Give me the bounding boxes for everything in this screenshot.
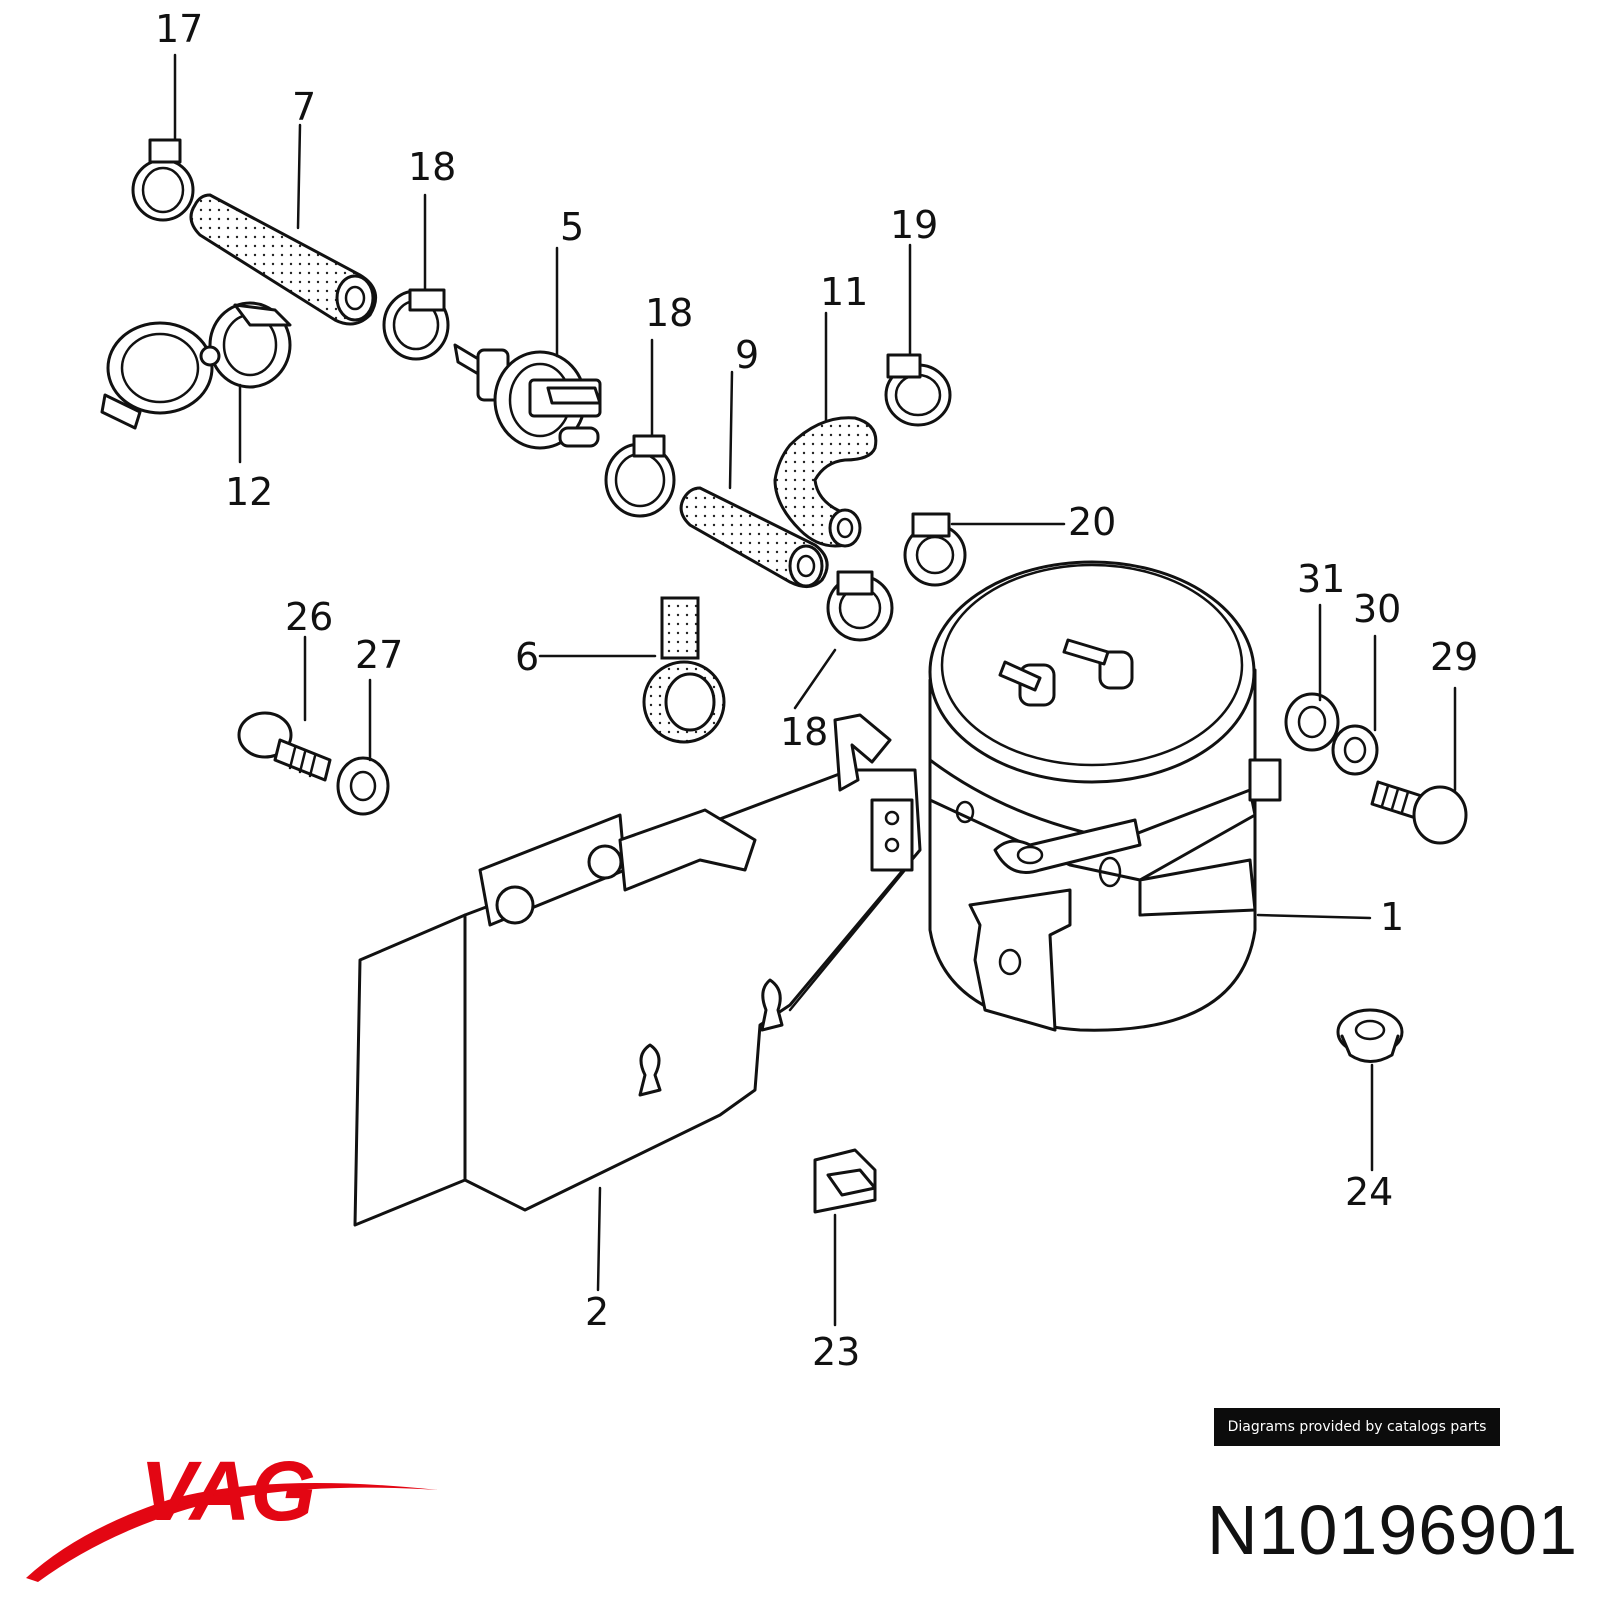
callout-18-mid: 18 (645, 291, 693, 335)
part-30-washer (1331, 634, 1379, 776)
callout-17: 17 (155, 7, 203, 51)
part-20-clamp (903, 512, 1066, 587)
callout-26: 26 (285, 595, 333, 639)
part-27-washer (336, 678, 390, 816)
part-23-clip (813, 1148, 877, 1327)
callout-30: 30 (1353, 587, 1401, 631)
part-18-upper-clamp (382, 193, 450, 361)
part-19-clamp (884, 243, 952, 427)
part-1-canister (928, 560, 1372, 1032)
callout-7: 7 (292, 85, 316, 129)
diagram-credit-badge: Diagrams provided by catalogs parts (1214, 1408, 1500, 1446)
callout-5: 5 (560, 205, 584, 249)
callout-27: 27 (355, 633, 403, 677)
logo-wordmark: VAG (140, 1444, 316, 1538)
part-11-elbow-hose (773, 311, 878, 548)
callout-labels: 17 7 18 5 19 18 11 9 12 20 31 30 29 26 2… (155, 7, 1478, 1374)
callout-11: 11 (820, 270, 868, 314)
part-29-bolt (1370, 686, 1468, 845)
part-6-strap-clamp (538, 596, 726, 744)
callout-20: 20 (1068, 500, 1116, 544)
part-18-middle-clamp (604, 338, 676, 518)
callout-6: 6 (515, 635, 539, 679)
part-26-bolt (237, 635, 332, 782)
callout-1: 1 (1380, 895, 1404, 939)
part-24-grommet (1336, 1008, 1404, 1172)
callout-24: 24 (1345, 1170, 1393, 1214)
vag-logo: VAG (26, 1444, 438, 1582)
callout-19: 19 (890, 203, 938, 247)
part-18-lower-clamp (793, 570, 894, 710)
callout-18-top: 18 (408, 145, 456, 189)
callout-12: 12 (225, 470, 273, 514)
callout-23: 23 (812, 1330, 860, 1374)
callout-18-lower: 18 (780, 710, 828, 754)
part-17-hose-clamp (131, 53, 195, 222)
part-9-hose (679, 370, 829, 588)
callout-9: 9 (735, 333, 759, 377)
part-number: N10196901 (1207, 1491, 1578, 1569)
part-5-valve (453, 246, 602, 450)
part-31-nut (1284, 603, 1340, 752)
logo-swoosh (26, 1482, 438, 1582)
callout-29: 29 (1430, 635, 1478, 679)
callout-2: 2 (585, 1290, 609, 1334)
part-12-double-clamp (100, 301, 292, 464)
part-2-bracket (353, 713, 922, 1292)
callout-31: 31 (1297, 557, 1345, 601)
part-7-hose (189, 123, 378, 326)
